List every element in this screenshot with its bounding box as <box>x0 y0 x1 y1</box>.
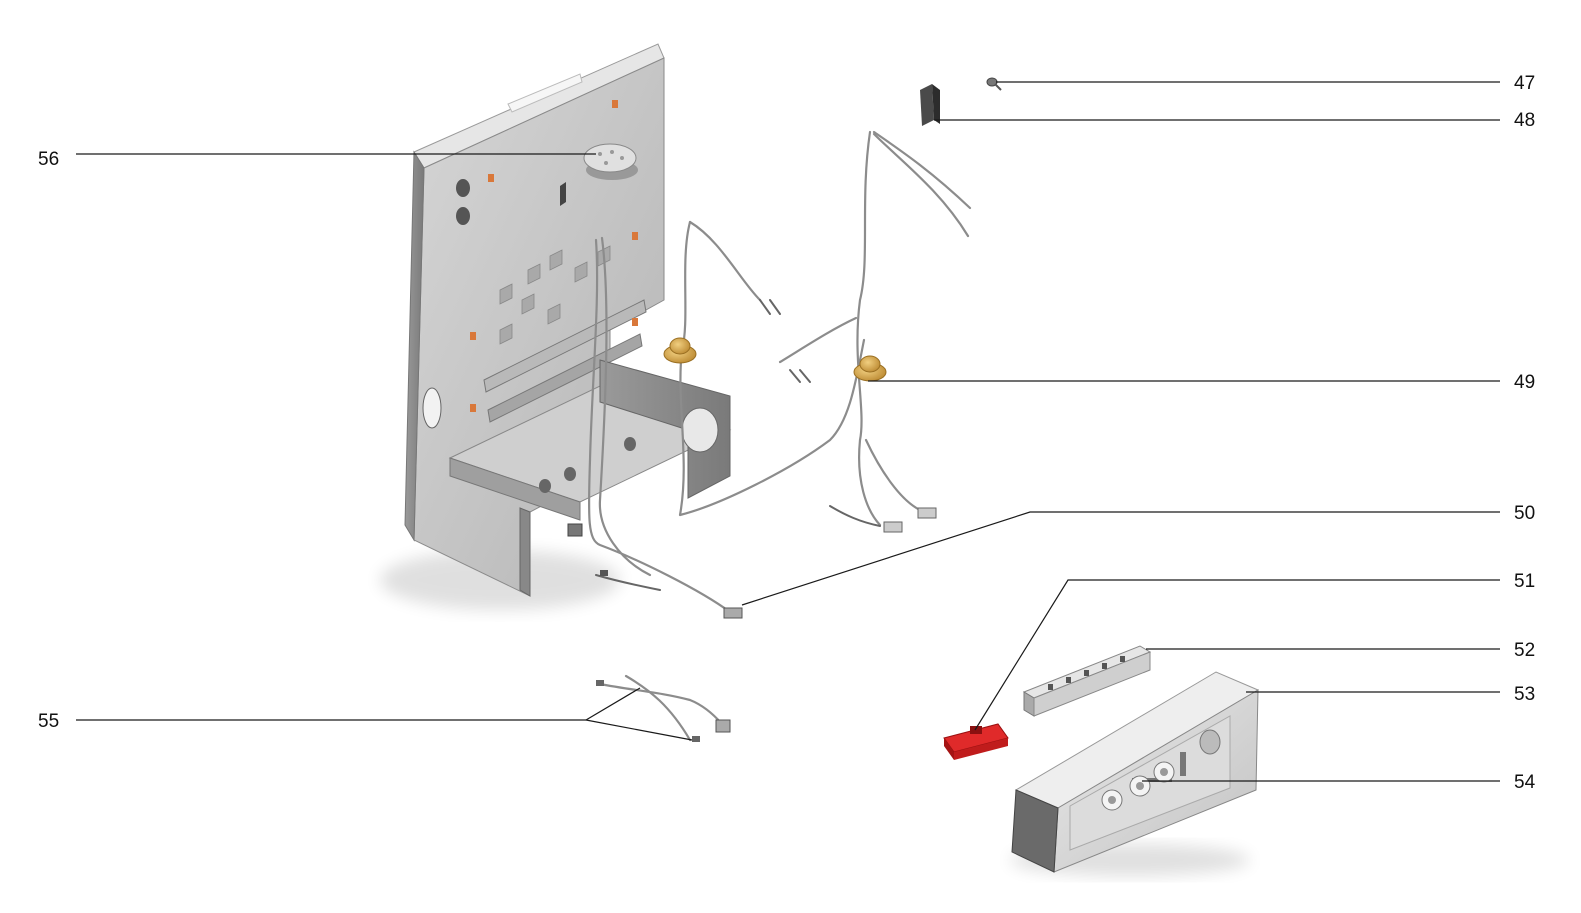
callout-50: 50 <box>1514 503 1535 524</box>
boiler-frame <box>380 43 732 610</box>
callout-47: 47 <box>1514 73 1535 94</box>
callout-54: 54 <box>1514 772 1536 793</box>
sensor <box>920 84 940 126</box>
leader-51 <box>974 579 1500 731</box>
wiring-harness-right <box>829 130 972 533</box>
screw <box>986 77 1002 91</box>
callout-labels: 47 48 49 50 51 52 53 54 55 56 <box>38 73 1536 793</box>
control-knobs <box>1101 761 1175 811</box>
leader-55b <box>585 687 641 721</box>
callout-49: 49 <box>1514 372 1535 393</box>
callout-56: 56 <box>38 149 59 170</box>
callout-53: 53 <box>1514 684 1535 705</box>
callout-52: 52 <box>1514 640 1535 661</box>
cable-grommet-left <box>663 337 697 364</box>
leader-lines <box>76 81 1500 782</box>
wiring-harness-left <box>567 236 743 619</box>
fuse-holder <box>943 723 1009 760</box>
callout-51: 51 <box>1514 571 1535 592</box>
callout-55: 55 <box>38 711 59 732</box>
cable-set <box>596 674 731 742</box>
leader-50 <box>741 511 1500 606</box>
callout-48: 48 <box>1514 110 1535 131</box>
leader-55c <box>585 719 693 741</box>
wiring-harness-middle <box>678 220 866 517</box>
terminal-strip <box>1022 645 1152 717</box>
pressure-gauge <box>583 143 638 180</box>
